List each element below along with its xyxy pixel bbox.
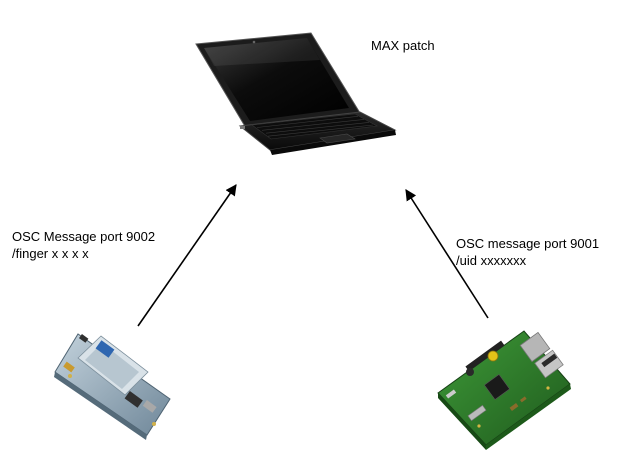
left-link-label: OSC Message port 9002 /finger x x x x — [12, 228, 155, 262]
right-link-address-text: /uid xxxxxxx — [456, 253, 527, 268]
arrow-right-to-laptop — [405, 189, 489, 319]
arrow-left-to-laptop — [137, 184, 237, 327]
intel-edison-board-icon — [54, 333, 171, 440]
laptop-label-text: MAX patch — [371, 38, 435, 53]
right-link-port-text: OSC message port 9001 — [456, 236, 600, 251]
right-link-label: OSC message port 9001 /uid xxxxxxx — [456, 235, 599, 269]
left-link-address-text: /finger x x x x — [12, 246, 89, 261]
laptop-icon — [195, 32, 397, 155]
laptop-label: MAX patch — [371, 37, 435, 54]
left-link-port-text: OSC Message port 9002 — [12, 229, 156, 244]
raspberry-pi-board-icon — [437, 330, 571, 450]
